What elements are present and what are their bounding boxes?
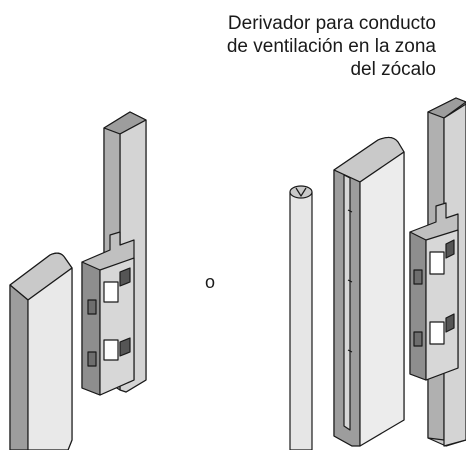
caption-line-1: Derivador para conducto (227, 13, 436, 34)
caption-line-2: de ventilación en la zona (226, 36, 436, 57)
right-mounting-bracket (409, 202, 459, 381)
left-mounting-bracket (81, 231, 135, 396)
alternative-separator-label: o (205, 272, 216, 292)
left-end-cover-panel (9, 252, 73, 450)
caption: Derivador para conducto de ventilación e… (136, 12, 436, 81)
vented-end-cover-panel (333, 136, 405, 447)
vent-duct-pipe (289, 185, 313, 450)
caption-line-3: del zócalo (350, 59, 436, 80)
